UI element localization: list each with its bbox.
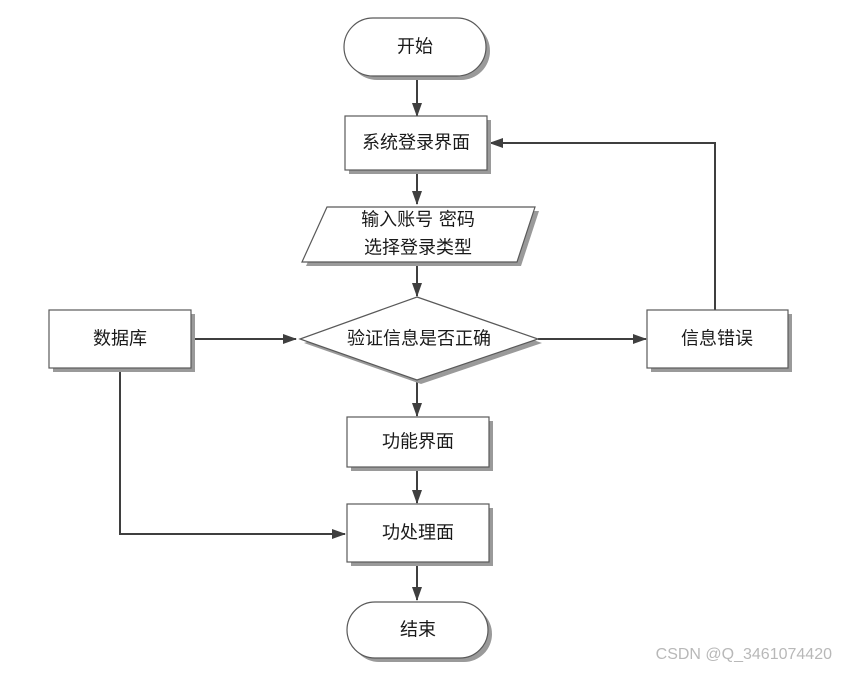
arrow-database-to-process (119, 369, 346, 539)
function-page-node: 功能界面 (346, 416, 493, 471)
end-node: 结束 (346, 601, 492, 662)
info-error-label: 信息错误 (681, 329, 753, 350)
verify-label: 验证信息是否正确 (347, 329, 491, 350)
watermark: CSDN @Q_3461074420 (655, 646, 832, 663)
input-label-line1: 输入账号 密码 (361, 210, 475, 231)
database-label: 数据库 (93, 329, 147, 350)
verify-node: 验证信息是否正确 (298, 296, 542, 384)
start-label: 开始 (397, 37, 433, 58)
arrow-error-to-login (489, 138, 716, 310)
process-page-label: 功处理面 (382, 523, 454, 544)
connectors (119, 76, 716, 601)
input-label-line2: 选择登录类型 (364, 238, 472, 259)
login-page-node: 系统登录界面 (344, 115, 491, 174)
function-page-label: 功能界面 (382, 432, 454, 453)
login-page-label: 系统登录界面 (362, 133, 470, 154)
process-page-node: 功处理面 (346, 503, 493, 566)
database-node: 数据库 (48, 309, 195, 372)
start-node: 开始 (343, 17, 490, 80)
input-node: 输入账号 密码 选择登录类型 (301, 206, 539, 266)
end-label: 结束 (400, 620, 436, 641)
info-error-node: 信息错误 (646, 309, 792, 372)
